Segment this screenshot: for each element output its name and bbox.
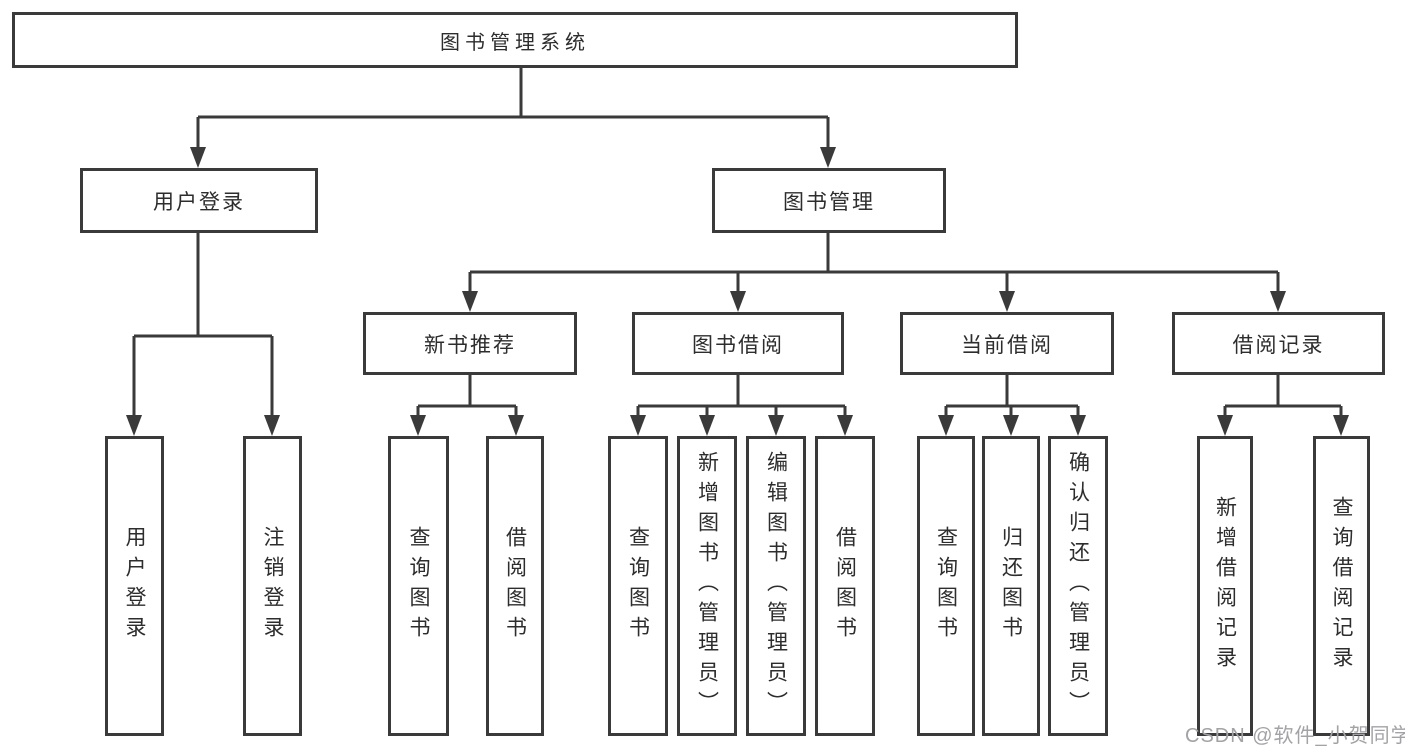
leaf-borrow-books: 借阅图书	[815, 436, 875, 736]
leaf-logout: 注销登录	[243, 436, 302, 736]
node-current-borrowing: 当前借阅	[900, 312, 1114, 375]
node-borrowing-records: 借阅记录	[1172, 312, 1385, 375]
node-library-management-system: 图书管理系统	[12, 12, 1018, 68]
node-label: 借阅图书	[503, 526, 527, 646]
node-label: 注销登录	[261, 526, 284, 646]
leaf-edit-books-admin: 编辑图书（管理员）	[746, 436, 806, 736]
leaf-add-books-admin: 新增图书（管理员）	[677, 436, 737, 736]
node-label: 新增图书（管理员）	[695, 451, 719, 721]
leaf-query-books-current: 查询图书	[917, 436, 975, 736]
node-label: 图书管理	[783, 190, 875, 214]
node-label: 查询借阅记录	[1330, 496, 1353, 676]
node-label: 用户登录	[123, 526, 146, 646]
leaf-add-borrow-record: 新增借阅记录	[1197, 436, 1253, 736]
csdn-watermark: CSDN @软件_小贺同学	[1185, 725, 1405, 747]
leaf-query-borrow-record: 查询借阅记录	[1313, 436, 1370, 736]
leaf-return-books: 归还图书	[982, 436, 1040, 736]
node-label: 图书管理系统	[440, 31, 590, 54]
node-new-book-recommend: 新书推荐	[363, 312, 577, 375]
node-label: 查询图书	[934, 526, 958, 646]
node-label: 图书借阅	[692, 333, 784, 357]
node-label: 当前借阅	[961, 333, 1053, 357]
leaf-confirm-return-admin: 确认归还（管理员）	[1048, 436, 1108, 736]
node-label: 借阅图书	[833, 526, 857, 646]
node-label: 查询图书	[626, 526, 650, 646]
node-label: 新增借阅记录	[1213, 496, 1237, 676]
node-book-borrowing: 图书借阅	[632, 312, 844, 375]
node-label: 编辑图书（管理员）	[764, 451, 788, 721]
node-book-management: 图书管理	[712, 168, 946, 233]
leaf-user-login: 用户登录	[105, 436, 164, 736]
node-label: 新书推荐	[424, 333, 516, 357]
node-label: 归还图书	[999, 526, 1023, 646]
node-label: 确认归还（管理员）	[1066, 451, 1090, 721]
node-user-login: 用户登录	[80, 168, 318, 233]
node-label: 借阅记录	[1232, 333, 1325, 357]
node-label: 用户登录	[153, 190, 245, 214]
leaf-query-books-recommend: 查询图书	[388, 436, 449, 736]
node-label: 查询图书	[407, 526, 430, 646]
leaf-query-books-borrow: 查询图书	[608, 436, 668, 736]
leaf-borrow-books-recommend: 借阅图书	[486, 436, 544, 736]
